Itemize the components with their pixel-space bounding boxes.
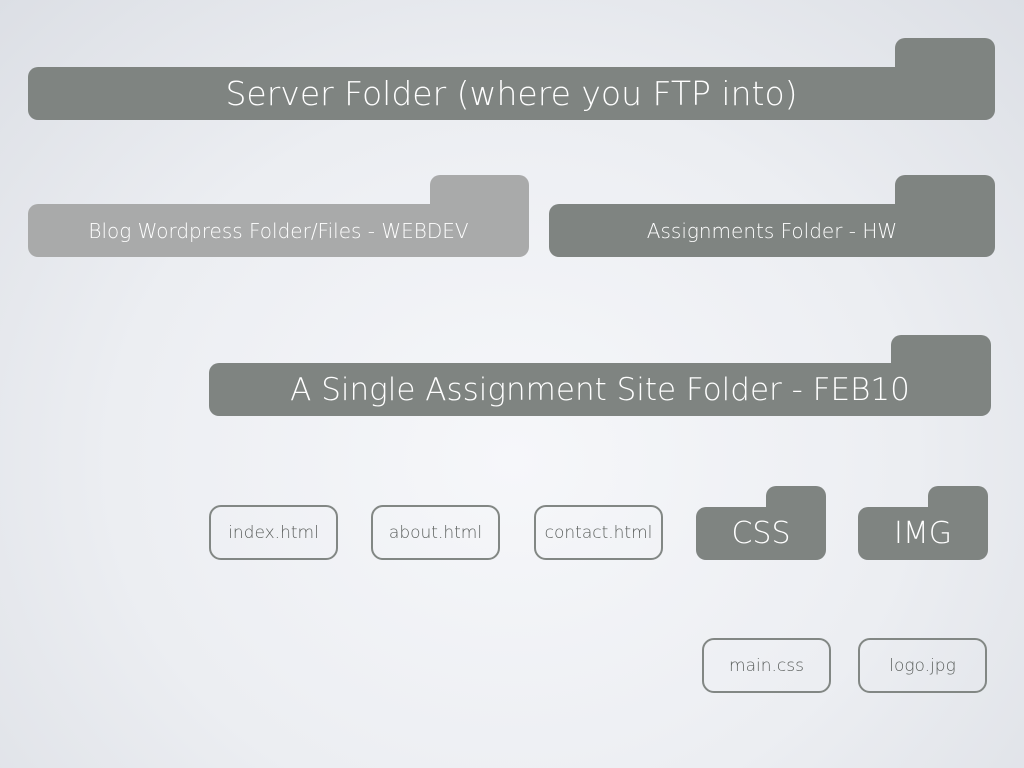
main-css-file-icon: main.css	[702, 638, 831, 693]
blog-folder-label: Blog Wordpress Folder/Files - WEBDEV	[88, 218, 469, 243]
main-css-label: main.css	[729, 655, 804, 676]
logo-jpg-file-icon: logo.jpg	[858, 638, 987, 693]
index-html-label: index.html	[228, 522, 319, 543]
about-html-file-icon: about.html	[371, 505, 500, 560]
img-folder-label: IMG	[894, 516, 952, 551]
css-folder-icon: CSS	[696, 486, 826, 560]
logo-jpg-label: logo.jpg	[889, 655, 956, 676]
contact-html-label: contact.html	[544, 522, 653, 543]
site-folder-icon: A Single Assignment Site Folder - FEB10	[209, 335, 991, 416]
assignments-folder-label: Assignments Folder - HW	[646, 218, 898, 243]
img-folder-icon: IMG	[858, 486, 988, 560]
css-folder-label: CSS	[731, 516, 791, 551]
assignments-folder-icon: Assignments Folder - HW	[549, 175, 995, 257]
server-folder-icon: Server Folder (where you FTP into)	[28, 38, 995, 120]
blog-folder-icon: Blog Wordpress Folder/Files - WEBDEV	[28, 175, 529, 257]
index-html-file-icon: index.html	[209, 505, 338, 560]
contact-html-file-icon: contact.html	[534, 505, 663, 560]
site-folder-label: A Single Assignment Site Folder - FEB10	[290, 371, 910, 408]
about-html-label: about.html	[388, 522, 483, 543]
server-folder-label: Server Folder (where you FTP into)	[225, 74, 798, 113]
